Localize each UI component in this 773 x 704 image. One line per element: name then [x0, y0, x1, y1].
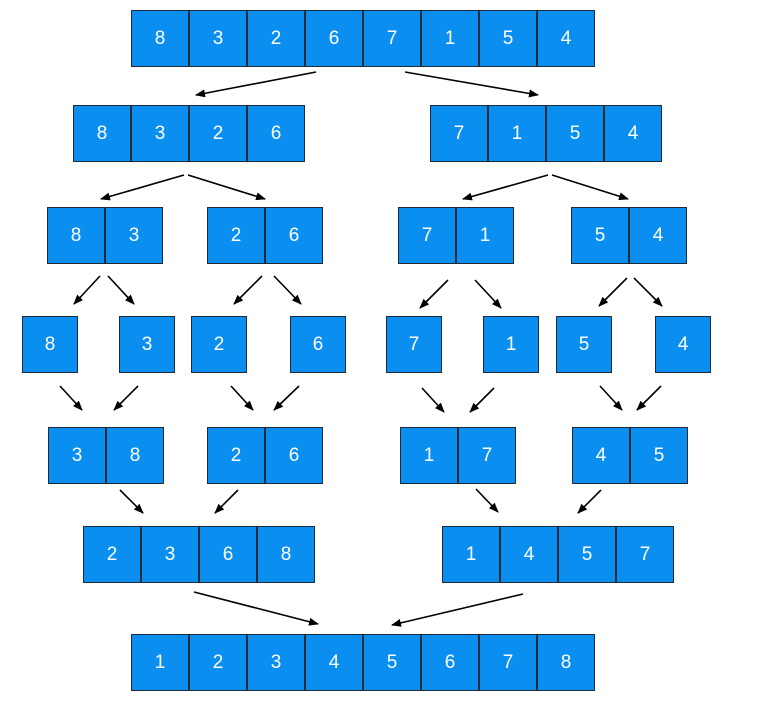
array-cell: 5: [571, 207, 629, 264]
array-cell: 6: [199, 526, 257, 583]
array-cell: 1: [456, 207, 514, 264]
array-cell: 4: [572, 427, 630, 484]
arrow-connector: [214, 489, 239, 514]
arrow-connector: [599, 385, 623, 411]
array-cell: 3: [119, 316, 175, 373]
arrow-connector: [469, 387, 495, 413]
array-cell: 4: [537, 10, 595, 67]
array-cell: 4: [604, 105, 662, 162]
arrow-connector: [113, 385, 139, 411]
array-cell: 8: [47, 207, 105, 264]
array-cell: 7: [479, 634, 537, 691]
array-cell: 7: [386, 316, 442, 373]
array-cell: 8: [537, 634, 595, 691]
array-cell: 2: [189, 105, 247, 162]
array-cell: 3: [105, 207, 163, 264]
array-cell: 6: [290, 316, 346, 373]
arrow-connector: [73, 275, 101, 305]
array-cell: 1: [488, 105, 546, 162]
array-cell: 7: [398, 207, 456, 264]
array-cell: 2: [207, 427, 265, 484]
arrow-connector: [391, 593, 524, 627]
array-cell: 5: [556, 316, 612, 373]
array-cell: 8: [106, 427, 164, 484]
array-cell: 1: [400, 427, 458, 484]
arrow-connector: [474, 279, 502, 309]
array-cell: 2: [247, 10, 305, 67]
array-cell: 4: [629, 207, 687, 264]
array-cell: 3: [141, 526, 199, 583]
array-cell: 3: [247, 634, 305, 691]
arrow-connector: [273, 385, 300, 411]
array-cell: 8: [22, 316, 78, 373]
arrow-connector: [475, 488, 499, 513]
arrow-connector: [59, 385, 83, 411]
array-cell: 7: [430, 105, 488, 162]
arrow-connector: [230, 385, 254, 411]
array-cell: 5: [546, 105, 604, 162]
array-cell: 1: [131, 634, 189, 691]
array-cell: 2: [83, 526, 141, 583]
array-cell: 5: [630, 427, 688, 484]
arrow-connector: [107, 275, 135, 305]
array-cell: 3: [131, 105, 189, 162]
array-cell: 6: [247, 105, 305, 162]
array-cell: 6: [305, 10, 363, 67]
array-cell: 2: [189, 634, 247, 691]
arrow-connector: [404, 71, 539, 98]
array-cell: 8: [73, 105, 131, 162]
array-cell: 4: [655, 316, 711, 373]
array-cell: 1: [421, 10, 479, 67]
array-cell: 5: [479, 10, 537, 67]
array-cell: 6: [421, 634, 479, 691]
arrow-connector: [598, 277, 628, 307]
array-cell: 8: [131, 10, 189, 67]
arrow-connector: [273, 275, 302, 305]
arrow-connector: [100, 174, 185, 201]
arrow-connector: [633, 277, 663, 307]
array-cell: 8: [257, 526, 315, 583]
array-cell: 1: [442, 526, 500, 583]
arrow-connector: [233, 275, 263, 305]
arrow-connector: [421, 387, 445, 413]
array-cell: 5: [363, 634, 421, 691]
array-cell: 7: [616, 526, 674, 583]
arrow-connector: [419, 279, 449, 309]
array-cell: 7: [458, 427, 516, 484]
arrow-connector: [462, 174, 549, 201]
array-cell: 3: [189, 10, 247, 67]
array-cell: 6: [265, 427, 323, 484]
array-cell: 7: [363, 10, 421, 67]
arrow-connector: [119, 489, 144, 514]
arrow-connector: [187, 174, 266, 201]
array-cell: 6: [265, 207, 323, 264]
array-cell: 2: [191, 316, 247, 373]
array-cell: 2: [207, 207, 265, 264]
arrow-connector: [636, 385, 662, 411]
array-cell: 5: [558, 526, 616, 583]
arrow-connector: [577, 489, 602, 514]
arrow-connector: [195, 71, 317, 98]
arrow-connector: [551, 174, 629, 201]
arrow-connector: [193, 591, 319, 626]
array-cell: 1: [483, 316, 539, 373]
array-cell: 4: [305, 634, 363, 691]
array-cell: 3: [48, 427, 106, 484]
array-cell: 4: [500, 526, 558, 583]
